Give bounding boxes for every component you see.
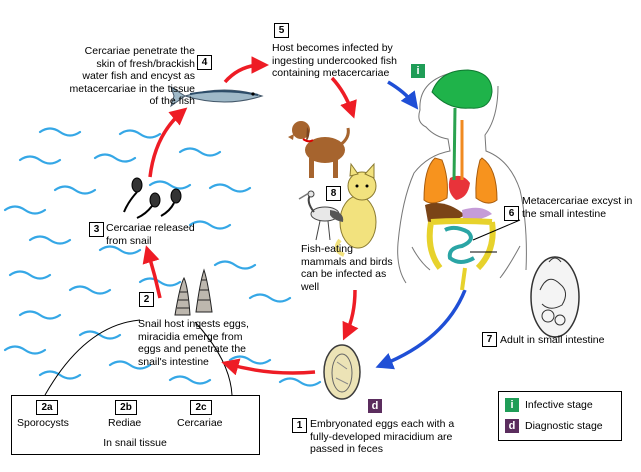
arrow-8-to-1 — [342, 289, 359, 341]
step-5-number: 5 — [274, 23, 289, 38]
cat-image — [334, 162, 377, 257]
adult-fluke-image — [530, 256, 580, 338]
step-2a-number: 2a — [36, 400, 58, 415]
cercariae-label: Cercariae — [177, 417, 223, 429]
snail-tissue-caption: In snail tissue — [103, 437, 167, 449]
snail-image — [174, 268, 213, 316]
rediae-label: Rediae — [108, 417, 142, 429]
step-6-text: Metacercariae excyst in the small intest… — [522, 195, 633, 220]
connector-line — [44, 319, 141, 396]
egg-image — [323, 344, 361, 400]
arrow-infective — [387, 80, 419, 110]
step-4-text: Cercariae penetrate the skin of fresh/br… — [69, 45, 195, 107]
step-8-number: 8 — [326, 186, 341, 201]
step-6-number: 6 — [504, 206, 519, 221]
step-3-number: 3 — [89, 222, 104, 237]
step-2-text: Snail host ingests eggs, miracidia emerg… — [138, 318, 249, 368]
legend-diagnostic-badge: d — [505, 419, 519, 433]
step-4-number: 4 — [197, 55, 212, 70]
step-5-text: Host becomes infected by ingesting under… — [272, 42, 397, 79]
arrow-3-to-4 — [148, 107, 188, 178]
cercariae-image — [123, 177, 182, 219]
arrow-4-to-5 — [223, 56, 269, 84]
step-7-text: Adult in small intestine — [500, 334, 605, 346]
step-2-number: 2 — [139, 292, 154, 307]
bird-image — [298, 190, 344, 241]
step-2b-number: 2b — [115, 400, 137, 415]
pointer-line — [472, 219, 521, 241]
arrow-2-to-3 — [142, 245, 162, 299]
step-7-number: 7 — [482, 332, 497, 347]
human-figure — [397, 71, 527, 284]
legend-infective-label: Infective stage — [525, 399, 593, 411]
step-8-text: Fish-eating mammals and birds can be inf… — [301, 243, 393, 293]
legend-infective-badge: i — [505, 398, 519, 412]
dog-image — [288, 121, 350, 178]
arrow-diagnostic — [375, 289, 467, 370]
legend-diagnostic-label: Diagnostic stage — [525, 420, 603, 432]
step-1-number: 1 — [292, 418, 307, 433]
step-3-text: Cercariae released from snail — [106, 222, 195, 247]
sporocysts-label: Sporocysts — [17, 417, 69, 429]
step-1-text: Embryonated eggs each with a fully-devel… — [310, 418, 455, 455]
infective-stage-badge: i — [411, 64, 425, 78]
arrow-5-to-8 — [330, 76, 357, 119]
water-waves — [3, 127, 322, 387]
step-2c-number: 2c — [190, 400, 212, 415]
human-organs — [423, 69, 498, 291]
diagnostic-stage-badge: d — [368, 399, 382, 413]
fish-image — [170, 85, 264, 108]
arrow-1-to-2 — [221, 358, 316, 376]
